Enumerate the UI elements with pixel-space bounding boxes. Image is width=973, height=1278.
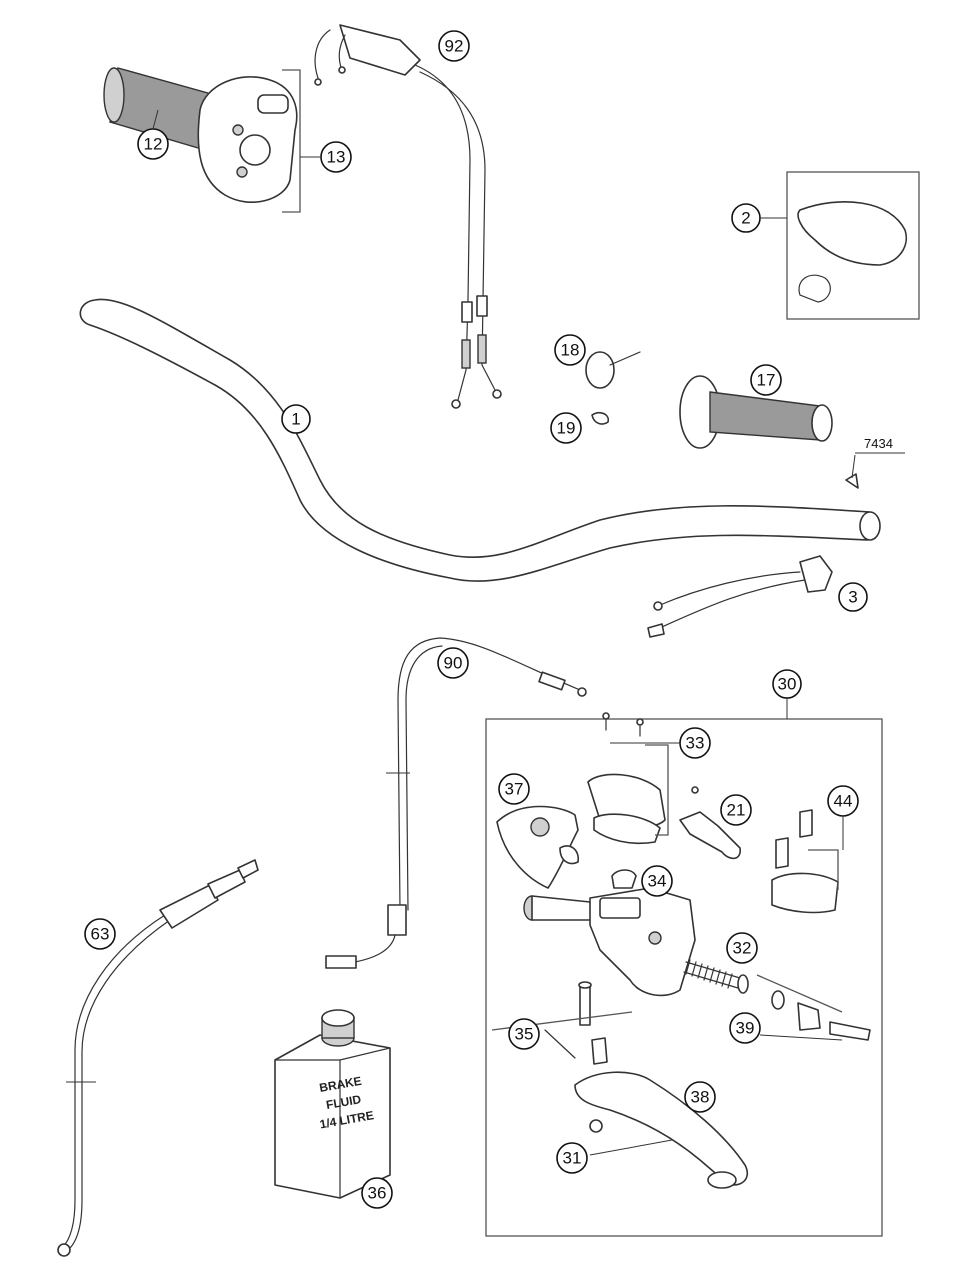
callout-13: 13 — [320, 141, 352, 173]
callout-13-text: 13 — [327, 148, 346, 167]
callout-33: 33 — [679, 727, 711, 759]
callout-36-text: 36 — [368, 1184, 387, 1203]
callout-44: 44 — [827, 785, 859, 817]
callout-39-text: 39 — [736, 1019, 755, 1038]
callout-33-text: 33 — [686, 734, 705, 753]
callout-35: 35 — [508, 1018, 540, 1050]
callout-21: 21 — [720, 794, 752, 826]
callout-2-text: 2 — [741, 209, 750, 228]
throttle-housing — [197, 76, 298, 203]
callout-18: 18 — [554, 334, 586, 366]
reservoir-cover — [587, 712, 669, 845]
master-cylinder-frame — [485, 718, 883, 1237]
callout-30-text: 30 — [778, 675, 797, 694]
callout-21-text: 21 — [727, 801, 746, 820]
callout-35-text: 35 — [515, 1025, 534, 1044]
bracket-13 — [282, 69, 301, 213]
callout-36: 36 — [361, 1177, 393, 1209]
callout-17-text: 17 — [757, 371, 776, 390]
mount-bolts — [771, 809, 839, 914]
clamp-half — [496, 805, 580, 889]
callout-39: 39 — [729, 1012, 761, 1044]
callout-31-text: 31 — [563, 1149, 582, 1168]
callout-17: 17 — [750, 364, 782, 396]
callout-1: 1 — [281, 404, 311, 434]
callout-38: 38 — [684, 1081, 716, 1113]
callout-32-text: 32 — [733, 939, 752, 958]
callout-63: 63 — [84, 918, 116, 950]
callout-1-text: 1 — [291, 410, 300, 429]
callout-37: 37 — [498, 773, 530, 805]
callout-92: 92 — [438, 30, 470, 62]
callout-34-text: 34 — [648, 872, 667, 891]
callout-90-text: 90 — [444, 654, 463, 673]
callout-12-text: 12 — [144, 135, 163, 154]
callout-3: 3 — [838, 582, 868, 612]
clutch-cable — [325, 637, 587, 969]
callout-19: 19 — [550, 412, 582, 444]
callout-3-text: 3 — [848, 588, 857, 607]
callout-2: 2 — [731, 203, 761, 233]
callout-19-text: 19 — [557, 419, 576, 438]
callout-34: 34 — [641, 865, 673, 897]
callout-90: 90 — [437, 647, 469, 679]
callout-92-text: 92 — [445, 37, 464, 56]
cable-tie — [585, 351, 641, 389]
callout-30: 30 — [772, 669, 802, 699]
handlebar — [79, 298, 881, 582]
callout-38-text: 38 — [691, 1088, 710, 1107]
handguard — [797, 201, 907, 303]
callout-31: 31 — [556, 1142, 588, 1174]
cable-clip — [591, 412, 610, 425]
callout-32: 32 — [726, 932, 758, 964]
throttle-cables — [314, 24, 502, 409]
callout-12: 12 — [137, 128, 169, 160]
left-grip — [679, 375, 833, 449]
bar-end-plug — [845, 473, 859, 489]
master-cylinder — [523, 869, 696, 997]
handguard-frame — [786, 171, 920, 320]
piston-spring — [683, 959, 871, 1041]
label-7434: 7434 — [864, 436, 893, 451]
callout-63-text: 63 — [91, 925, 110, 944]
callout-44-text: 44 — [834, 792, 853, 811]
brake-fluid-container: BRAKE FLUID 1/4 LITRE — [274, 1009, 391, 1199]
brake-fluid-label-line2: FLUID — [325, 1092, 363, 1112]
brake-lever-pivot — [679, 786, 741, 860]
kill-switch — [647, 555, 833, 638]
brake-hose — [57, 859, 259, 1257]
callout-37-text: 37 — [505, 780, 524, 799]
callout-18-text: 18 — [561, 341, 580, 360]
